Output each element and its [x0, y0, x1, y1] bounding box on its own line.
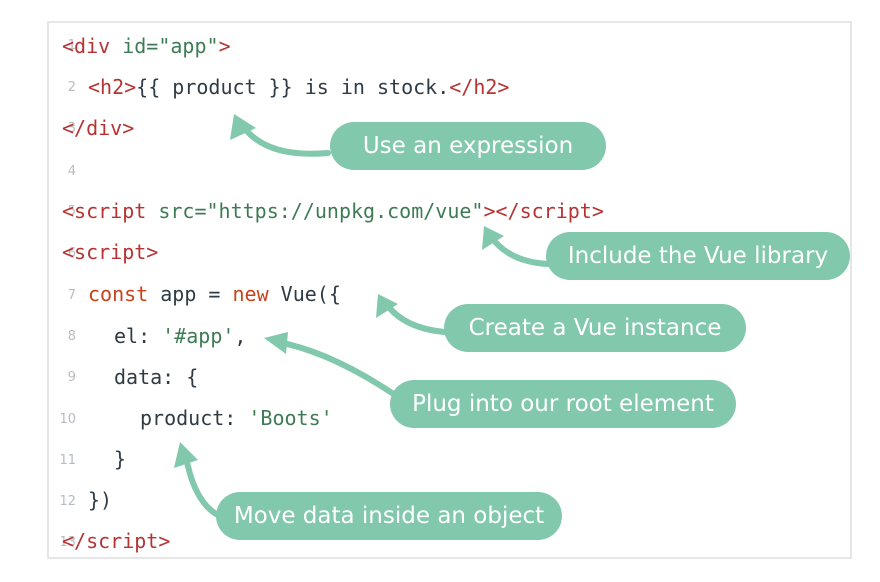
- callout-include-vue-library: Include the Vue library: [546, 232, 850, 280]
- callout-create-vue-instance: Create a Vue instance: [444, 304, 746, 352]
- code-line-3: </div>: [62, 116, 135, 140]
- code-line-8: el: '#app',: [114, 324, 247, 348]
- line-number: 9: [67, 370, 76, 385]
- callout-plug-root-element: Plug into our root element: [390, 380, 736, 428]
- code-frame: [47, 21, 852, 559]
- line-number: 7: [67, 288, 76, 303]
- code-line-13: </script>: [62, 529, 171, 553]
- code-line-6: <script>: [62, 240, 159, 264]
- code-line-1: <div id="app">: [62, 34, 231, 58]
- arrowhead-root: [264, 332, 288, 354]
- arrowhead-instance: [376, 294, 398, 318]
- line-number: 2: [67, 80, 76, 95]
- callout-move-data-object: Move data inside an object: [216, 492, 562, 540]
- line-number: 6: [67, 246, 76, 261]
- line-number: 8: [67, 329, 76, 344]
- arrowhead-data: [174, 442, 198, 468]
- line-number: 1: [67, 38, 76, 53]
- arrowhead-library: [482, 226, 504, 250]
- line-number: 12: [59, 494, 76, 509]
- code-line-12: }): [88, 488, 113, 512]
- arrow-root: [275, 339, 395, 396]
- code-line-10: product: 'Boots': [140, 406, 333, 430]
- code-line-9: data: {: [114, 365, 199, 389]
- callout-use-expression: Use an expression: [330, 122, 606, 170]
- code-line-5: <script src="https://unpkg.com/vue"></sc…: [62, 199, 604, 223]
- line-number: 5: [67, 204, 76, 219]
- code-line-7: const app = new Vue({: [88, 282, 341, 306]
- code-line-11: }: [114, 447, 127, 471]
- line-number: 13: [59, 535, 76, 550]
- line-number: 10: [59, 412, 76, 427]
- line-number: 4: [67, 164, 76, 179]
- arrow-expression: [243, 127, 331, 157]
- arrowhead-expression: [230, 114, 256, 140]
- arrow-instance: [385, 303, 447, 335]
- code-line-2: <h2>{{ product }} is in stock.</h2>: [88, 75, 510, 99]
- arrow-library: [489, 235, 551, 267]
- line-number: 3: [67, 121, 76, 136]
- line-number: 11: [59, 453, 76, 468]
- arrow-data: [183, 454, 219, 517]
